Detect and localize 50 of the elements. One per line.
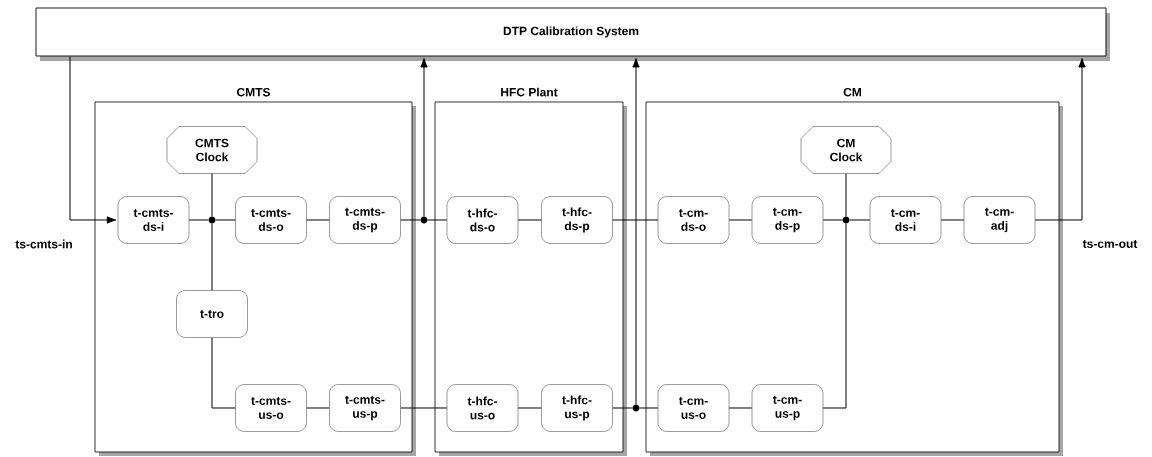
process-box: t-cm-us-p xyxy=(751,384,824,432)
process-box: t-cmts-us-o xyxy=(235,384,307,432)
process-box: t-hfc-us-o xyxy=(446,384,519,432)
connector xyxy=(306,219,330,221)
process-box: t-hfc-ds-o xyxy=(446,196,519,244)
connector xyxy=(420,58,428,217)
process-box: t-cm-adj xyxy=(963,196,1036,244)
connector xyxy=(211,337,236,409)
connector xyxy=(728,219,753,221)
system-box: DTP Calibration System xyxy=(35,7,1110,61)
process-box: t-cmts-ds-i xyxy=(117,196,190,244)
process-box: t-cm-ds-i xyxy=(869,196,942,244)
connector xyxy=(822,223,847,409)
connector xyxy=(215,219,236,221)
connector xyxy=(632,58,640,405)
process-box: t-cm-us-o xyxy=(657,384,730,432)
node-label: CMTS xyxy=(237,87,271,97)
connector xyxy=(211,173,213,217)
process-box: t-cmts-us-p xyxy=(329,384,401,432)
connector xyxy=(1034,58,1086,221)
connector xyxy=(69,55,117,224)
clock-box: CMTS Clock xyxy=(166,126,258,174)
edge-label: ts-cm-out xyxy=(1081,239,1139,249)
connector xyxy=(728,407,753,409)
connector xyxy=(612,407,633,409)
process-box: t-cmts-ds-p xyxy=(329,196,401,244)
connector xyxy=(400,407,448,409)
connector xyxy=(940,219,965,221)
edge-label: ts-cmts-in xyxy=(14,238,74,250)
connector xyxy=(612,219,659,221)
connector xyxy=(822,219,843,221)
connector xyxy=(211,223,213,291)
connector xyxy=(427,219,448,221)
connector xyxy=(517,219,542,221)
process-box: t-cm-ds-p xyxy=(751,196,824,244)
process-box: t-hfc-ds-p xyxy=(541,196,613,244)
node-label: HFC Plant xyxy=(501,87,558,97)
process-box: t-tro xyxy=(176,290,248,338)
connector xyxy=(845,173,847,217)
connector xyxy=(188,219,209,221)
node-label: CM xyxy=(843,87,862,97)
process-box: t-hfc-us-p xyxy=(541,384,613,432)
connector xyxy=(849,219,871,221)
connector xyxy=(306,407,330,409)
process-box: t-cmts-ds-o xyxy=(235,196,307,244)
connector xyxy=(400,219,421,221)
process-box: t-cm-ds-o xyxy=(657,196,730,244)
connector xyxy=(639,407,659,409)
connector xyxy=(517,407,542,409)
clock-box: CM Clock xyxy=(800,126,892,174)
